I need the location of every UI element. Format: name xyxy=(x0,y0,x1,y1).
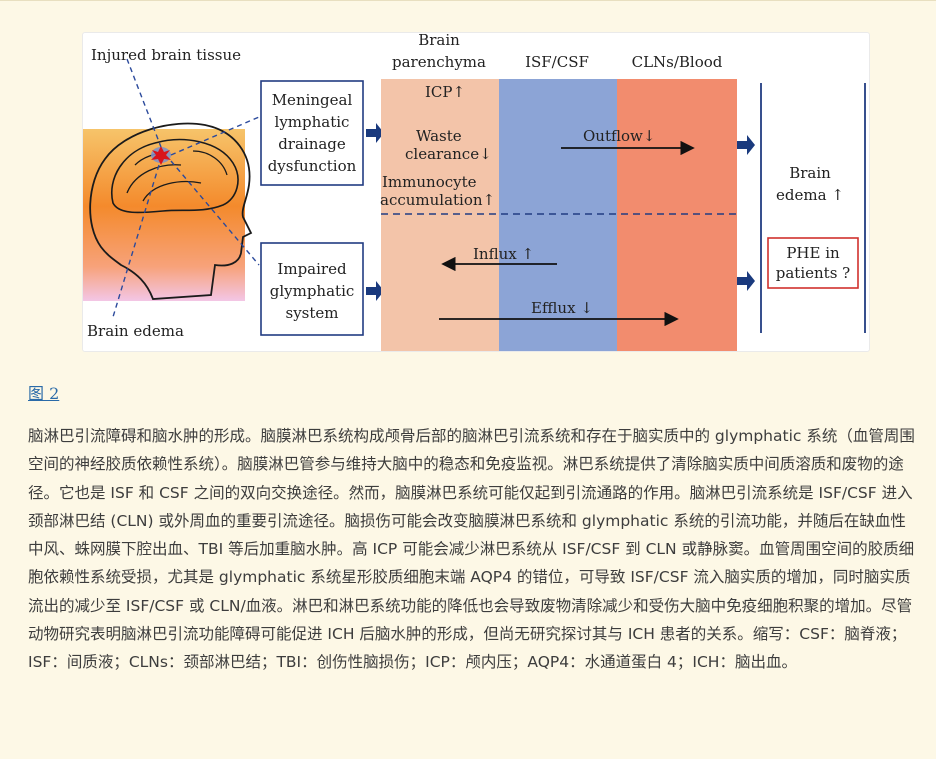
col-isf-csf-header: ISF/CSF xyxy=(525,53,589,71)
phe-line-2: patients ? xyxy=(776,264,850,282)
meningeal-line-1: Meningeal xyxy=(272,91,353,109)
meningeal-line-3: drainage xyxy=(278,135,346,153)
brain-edema-label: Brain edema xyxy=(87,322,184,340)
phe-box xyxy=(767,237,859,289)
top-divider xyxy=(0,0,936,1)
arrow-to-outcome-bottom xyxy=(737,271,755,291)
col-parenchyma-line-2: parenchyma xyxy=(392,53,486,71)
arrow-into-panel-bottom xyxy=(366,281,384,301)
glymphatic-line-2: glymphatic xyxy=(270,282,355,300)
brain-lymphatic-diagram: Injured brain tissue Brain edema Meninge… xyxy=(83,33,866,351)
meningeal-pointer xyxy=(170,116,260,156)
edema-result-line-1: Brain xyxy=(789,164,831,182)
efflux-label: Efflux ↓ xyxy=(531,299,593,317)
glymphatic-line-3: system xyxy=(286,304,339,322)
parenchyma-column xyxy=(381,79,499,351)
col-parenchyma-line-1: Brain xyxy=(418,33,460,49)
brain-outline xyxy=(111,138,239,214)
waste-line-2: clearance↓ xyxy=(405,145,492,163)
meningeal-line-2: lymphatic xyxy=(275,113,350,131)
isf-csf-column xyxy=(499,79,617,351)
brain-folds xyxy=(126,150,228,202)
glymphatic-pointer xyxy=(170,160,260,266)
injured-tissue-label: Injured brain tissue xyxy=(91,46,241,64)
meningeal-dysfunction-box xyxy=(260,80,364,186)
influx-label: Influx ↑ xyxy=(473,245,534,263)
immunocyte-line-2: accumulation↑ xyxy=(380,191,495,209)
clns-blood-column xyxy=(617,79,737,351)
arrow-to-outcome-top xyxy=(737,135,755,155)
phe-line-1: PHE in xyxy=(786,244,840,262)
injury-pointer xyxy=(126,58,162,148)
outflow-label: Outflow↓ xyxy=(583,127,655,145)
glymphatic-line-1: Impaired xyxy=(277,260,347,278)
meningeal-line-4: dysfunction xyxy=(268,157,357,175)
col-clns-blood-header: CLNs/Blood xyxy=(632,53,723,71)
immunocyte-line-1: Immunocyte xyxy=(382,173,477,191)
glymphatic-system-box xyxy=(260,242,364,336)
figure-image: Injured brain tissue Brain edema Meninge… xyxy=(82,32,870,352)
injury-icon xyxy=(151,146,171,165)
waste-line-1: Waste xyxy=(416,127,462,145)
head-outline xyxy=(89,122,253,300)
edema-result-line-2: edema ↑ xyxy=(776,186,844,204)
figure-2-link[interactable]: 图 2 xyxy=(28,384,60,403)
figure-caption: 脑淋巴引流障碍和脑水肿的形成。脑膜淋巴系统构成颅骨后部的脑淋巴引流系统和存在于脑… xyxy=(28,427,915,672)
icp-label: ICP↑ xyxy=(425,83,465,101)
arrow-into-panel-top xyxy=(366,123,384,143)
